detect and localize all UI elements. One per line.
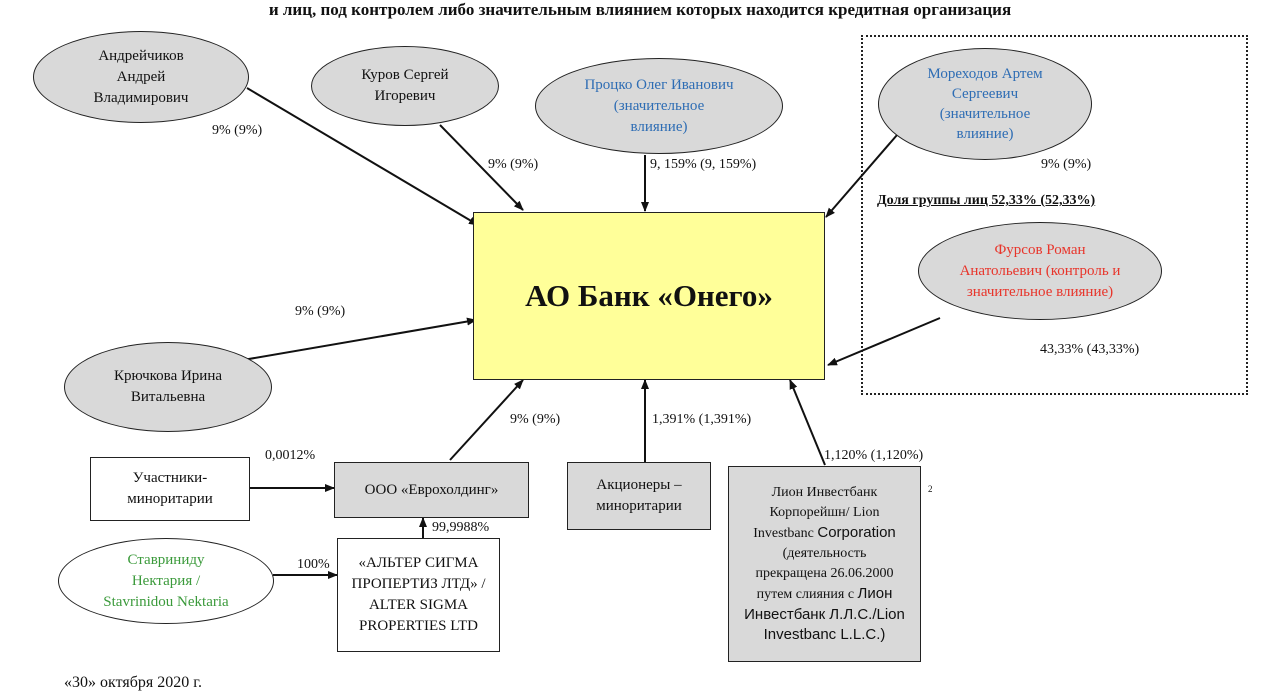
node-minor-shareholders: Акционеры – миноритарии <box>567 462 711 530</box>
node-line: (значительное <box>613 97 705 114</box>
node-line: PROPERTIES LTD <box>359 618 478 634</box>
node-text: Investbanc <box>753 526 818 541</box>
node-line: Анатольевич (контроль и <box>959 262 1121 279</box>
node-line: Stavrinidou Nektaria <box>103 593 229 610</box>
bank-node: АО Банк «Онего» <box>473 212 825 380</box>
node-stavrinidou: Ставриниду Нектария / Stavrinidou Nektar… <box>58 538 274 624</box>
node-line: миноритарии <box>127 491 213 507</box>
share-euroholding: 9% (9%) <box>510 412 561 427</box>
node-morekhodov: Мореходов Артем Сергеевич (значительное … <box>878 48 1092 160</box>
node-andreychikov: Андрейчиков Андрей Владимирович <box>33 31 249 123</box>
node-line: Владимирович <box>93 89 189 106</box>
node-text: путем слияния с <box>756 587 858 602</box>
node-minor-participants: Участники- миноритарии <box>90 457 250 521</box>
arrow-fursov <box>827 317 941 366</box>
share-protsko: 9, 159% (9, 159%) <box>650 157 757 172</box>
node-lion-investbanc: Лион Инвестбанк Корпорейшн/ Lion Investb… <box>728 466 921 662</box>
node-line: Корпорейшн/ Lion <box>769 505 880 520</box>
node-text: Corporation <box>817 524 896 541</box>
document-date: «30» октября 2020 г. <box>64 674 202 691</box>
node-line: Витальевна <box>130 389 206 405</box>
node-line: прекращена 26.06.2000 <box>755 566 894 581</box>
share-stavrinidou: 100% <box>297 557 330 572</box>
group-frame <box>861 35 1248 395</box>
node-line: Ставриниду <box>127 551 205 568</box>
arrow-andreychikov <box>246 87 479 226</box>
node-line: Крючкова Ирина <box>113 368 223 384</box>
node-line: Куров Сергей <box>361 67 449 83</box>
share-alter-sigma: 99,9988% <box>432 520 490 535</box>
node-line: Андрей <box>116 68 166 85</box>
node-line: (значительное <box>939 106 1031 122</box>
node-line: Нектария / <box>131 572 201 589</box>
share-morekhodov: 9% (9%) <box>1041 157 1092 172</box>
share-minor-participants: 0,0012% <box>265 448 316 463</box>
footnote-marker: 2 <box>928 484 933 494</box>
node-line: (деятельность <box>782 546 867 561</box>
node-line: Investbanc L.L.C.) <box>763 626 886 643</box>
node-line: влияние) <box>630 118 688 135</box>
node-line: Игоревич <box>374 88 436 104</box>
node-protsko: Процко Олег Иванович (значительное влиян… <box>535 58 783 154</box>
node-line: Сергеевич <box>951 86 1019 102</box>
node-line: ПРОПЕРТИЗ ЛТД» / <box>351 576 486 592</box>
group-share-label: Доля группы лиц 52,33% (52,33%) <box>877 193 1096 208</box>
node-line: Участники- <box>132 470 208 486</box>
node-line: Investbanc Corporation <box>744 523 905 544</box>
arrow-kurov <box>439 124 524 211</box>
arrow-lion <box>789 379 826 466</box>
node-kurov: Куров Сергей Игоревич <box>311 46 499 126</box>
node-line: Лион Инвестбанк <box>771 485 878 500</box>
node-line: Акционеры – <box>596 477 682 493</box>
node-line: Инвестбанк Л.Л.С./Lion <box>744 606 905 623</box>
page-title: и лиц, под контролем либо значительным в… <box>268 0 1012 19</box>
node-line: Андрейчиков <box>98 47 184 64</box>
node-line: ООО «Еврохолдинг» <box>364 481 499 498</box>
node-line: миноритарии <box>596 498 682 514</box>
node-line: влияние) <box>956 126 1014 142</box>
share-kryuchkova: 9% (9%) <box>295 304 346 319</box>
node-euroholding: ООО «Еврохолдинг» <box>334 462 529 518</box>
node-line: Фурсов Роман <box>994 241 1086 258</box>
share-kurov: 9% (9%) <box>488 157 539 172</box>
share-lion: 1,120% (1,120%) <box>824 448 924 463</box>
node-text: Лион <box>857 585 893 602</box>
arrow-kryuchkova <box>242 317 477 361</box>
node-line: Мореходов Артем <box>927 66 1043 82</box>
node-line: ALTER SIGMA <box>368 597 469 613</box>
node-fursov: Фурсов Роман Анатольевич (контроль и зна… <box>918 222 1162 320</box>
node-line: путем слияния с Лион <box>744 584 905 605</box>
share-fursov: 43,33% (43,33%) <box>1040 342 1140 357</box>
node-line: значительное влияние) <box>966 283 1114 300</box>
arrow-morekhodov <box>825 134 898 218</box>
arrow-euroholding <box>449 379 524 461</box>
node-kryuchkova: Крючкова Ирина Витальевна <box>64 342 272 432</box>
node-alter-sigma: «АЛЬТЕР СИГМА ПРОПЕРТИЗ ЛТД» / ALTER SIG… <box>337 538 500 652</box>
node-line: «АЛЬТЕР СИГМА <box>358 555 479 571</box>
node-line: Процко Олег Иванович <box>584 76 734 93</box>
share-minor-shareholders: 1,391% (1,391%) <box>652 412 752 427</box>
share-andreychikov: 9% (9%) <box>212 123 263 138</box>
